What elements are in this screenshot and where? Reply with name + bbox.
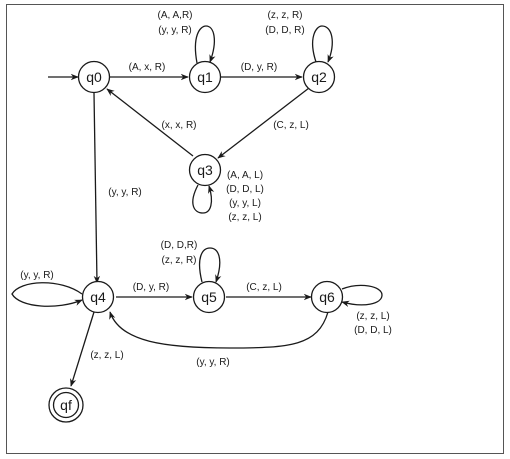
edge-q6-q4	[109, 311, 329, 349]
edge-label-q3-q3-line2: (D, D, L)	[226, 184, 264, 195]
state-label-q0: q0	[86, 69, 102, 85]
state-q5[interactable]: q5	[192, 280, 226, 314]
edge-label-q0-q1: (A, x, R)	[129, 62, 166, 73]
edge-label-q5-q5-line2: (z, z, R)	[162, 255, 197, 266]
edge-label-q4-q4: (y, y, R)	[20, 270, 54, 281]
edge-q3-q0	[106, 88, 194, 157]
state-q6[interactable]: q6	[310, 280, 344, 314]
edge-label-q4-q5: (D, y, R)	[133, 282, 169, 293]
state-qf[interactable]: qf	[48, 387, 84, 423]
edge-label-q5-q5-line1: (D, D,R)	[161, 240, 198, 251]
edge-label-q1-q1-line1: (A, A,R)	[157, 10, 192, 21]
state-q4[interactable]: q4	[81, 280, 115, 314]
edge-label-q2-q3: (C, z, L)	[273, 120, 309, 131]
edge-label-q6-q6-line1: (z, z, L)	[356, 311, 389, 322]
edge-label-q6-q4: (y, y, R)	[196, 357, 230, 368]
edge-q4-qf	[70, 311, 95, 387]
edge-label-q1-q1-line2: (y, y, R)	[158, 25, 192, 36]
accepting-ring-qf	[52, 391, 80, 419]
state-label-q1: q1	[197, 69, 213, 85]
state-label-q5: q5	[201, 289, 217, 305]
edge-q2-q3	[217, 87, 310, 159]
state-label-q2: q2	[311, 69, 327, 85]
state-q1[interactable]: q1	[188, 60, 222, 94]
edge-label-q3-q3-line4: (z, z, L)	[228, 212, 261, 223]
state-q0[interactable]: q0	[77, 60, 111, 94]
edge-q3-q3	[192, 184, 215, 214]
transitions	[11, 25, 383, 387]
edge-label-q3-q3-line1: (A, A, L)	[227, 170, 263, 181]
edge-q5-q5	[198, 247, 222, 283]
edge-label-q4-qf: (z, z, L)	[90, 350, 123, 361]
state-label-qf: qf	[60, 397, 72, 413]
edge-label-q6-q6-line2: (D, D, L)	[354, 325, 392, 336]
state-q3[interactable]: q3	[188, 153, 222, 187]
edge-label-q5-q6: (C, z, L)	[246, 282, 282, 293]
state-label-q6: q6	[319, 289, 335, 305]
edge-label-q2-q2-line1: (z, z, R)	[268, 10, 303, 21]
states: q0 q1 q2 q3 q4 q5 q6 qf	[48, 60, 344, 423]
edge-q0-q4	[93, 92, 101, 284]
edge-q4-q4	[11, 282, 83, 307]
edge-q6-q6	[341, 284, 383, 307]
state-label-q3: q3	[197, 162, 213, 178]
edge-q2-q2	[312, 25, 334, 63]
edge-label-q3-q0: (x, x, R)	[162, 120, 197, 131]
edge-label-q2-q2-line2: (D, D, R)	[265, 25, 304, 36]
state-q2[interactable]: q2	[302, 60, 336, 94]
edge-label-q0-q4: (y, y, R)	[108, 187, 142, 198]
state-label-q4: q4	[90, 289, 106, 305]
edge-q1-q1	[194, 25, 216, 64]
edge-label-q1-q2: (D, y, R)	[241, 62, 277, 73]
edge-labels: (A, A,R) (y, y, R) (z, z, R) (D, D, R) (…	[20, 10, 392, 368]
edge-label-q3-q3-line3: (y, y, L)	[229, 198, 261, 209]
